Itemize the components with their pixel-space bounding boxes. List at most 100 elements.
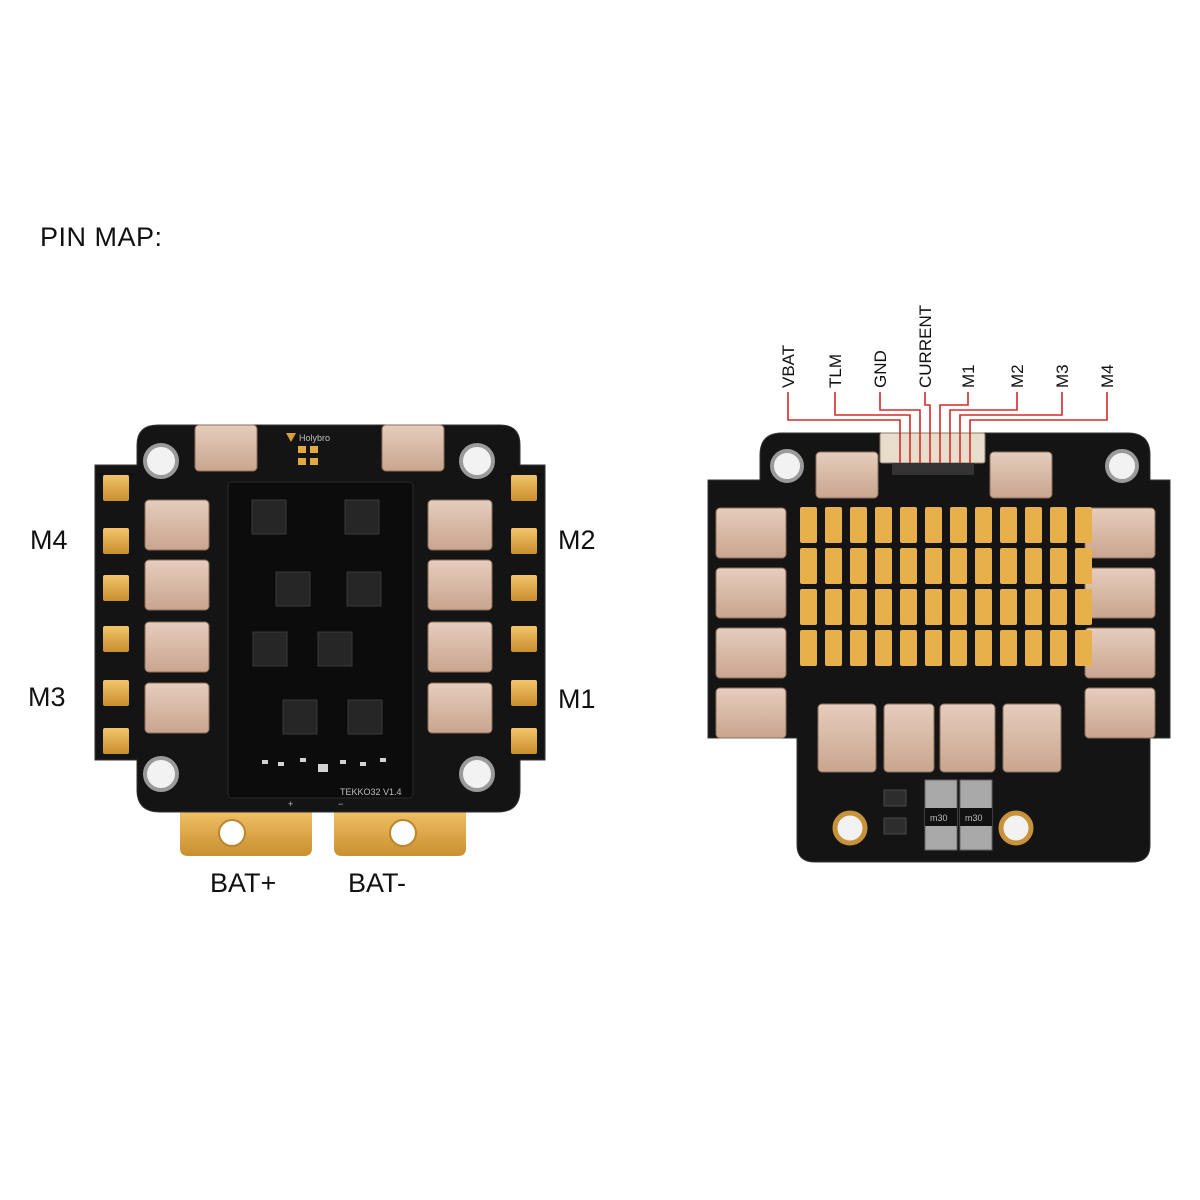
label-m1: M1: [558, 684, 596, 714]
mosfet-pad: [925, 548, 942, 584]
mosfet-pad: [825, 548, 842, 584]
mosfet-pad: [1050, 630, 1067, 666]
back-top-capacitors: [815, 451, 1053, 499]
bat-plus-hole: [218, 819, 246, 847]
mosfet-pad: [925, 630, 942, 666]
mosfet-pad: [950, 507, 967, 543]
mosfet-pad: [1050, 507, 1067, 543]
mosfet-pad: [900, 548, 917, 584]
leader-line: [924, 392, 931, 463]
mosfet-pad: [825, 507, 842, 543]
svg-text:m30: m30: [965, 813, 983, 823]
motor-pads-right: [511, 475, 537, 754]
connector-pin-labels: VBAT TLM GND CURRENT M1 M2 M3 M4: [779, 305, 1117, 463]
front-right-capacitors: [427, 499, 493, 734]
mosfet-pad: [850, 548, 867, 584]
front-left-capacitors: [144, 499, 210, 734]
mosfet-pad: [1050, 548, 1067, 584]
pin-map-title: PIN MAP:: [40, 222, 163, 252]
mosfet-pad: [900, 589, 917, 625]
mosfet-pad: [825, 630, 842, 666]
leader-line: [787, 392, 901, 463]
mosfet-pad: [1025, 507, 1042, 543]
label-m3: M3: [28, 682, 66, 712]
mosfet-pad: [1025, 548, 1042, 584]
mosfet-pad: [1000, 548, 1017, 584]
mosfet-pad: [800, 589, 817, 625]
mosfet-pad: [800, 507, 817, 543]
label-bat-minus: BAT-: [348, 868, 407, 898]
back-bottom-capacitors: [817, 703, 1062, 773]
pin-label-current: CURRENT: [916, 305, 935, 388]
pin-label-tlm: TLM: [826, 354, 845, 388]
back-board: m30 m30 VBAT TLM GND CURRENT M1 M2 M3 M4: [707, 305, 1171, 863]
mosfet-pad: [850, 507, 867, 543]
pin-label-m2: M2: [1008, 364, 1027, 388]
battery-tab-plus: [180, 808, 312, 856]
mosfet-pad: [950, 589, 967, 625]
mosfet-pad: [875, 548, 892, 584]
label-m2: M2: [558, 525, 596, 555]
back-mount-holes: [770, 449, 1139, 846]
svg-text:TEKKO32 V1.4: TEKKO32 V1.4: [340, 787, 402, 797]
mosfet-pad: [1050, 589, 1067, 625]
front-top-capacitors: [194, 424, 445, 472]
front-mount-holes: [143, 443, 495, 792]
mosfet-pad: [975, 548, 992, 584]
svg-text:Holybro: Holybro: [299, 433, 330, 443]
leader-line: [969, 392, 1108, 463]
label-bat-plus: BAT+: [210, 868, 277, 898]
pin-label-m3: M3: [1053, 364, 1072, 388]
mosfet-pad: [975, 630, 992, 666]
mosfet-pad: [950, 548, 967, 584]
mosfet-pad: [1025, 589, 1042, 625]
mosfet-pad: [800, 630, 817, 666]
small-ic: [883, 789, 907, 835]
pin-label-vbat: VBAT: [779, 345, 798, 388]
back-right-capacitors: [1084, 507, 1156, 739]
mosfet-pad: [875, 507, 892, 543]
mosfet-pad: [875, 630, 892, 666]
mosfet-pad: [850, 630, 867, 666]
mosfet-pad: [1075, 589, 1092, 625]
mosfet-pad: [900, 630, 917, 666]
leader-line: [879, 392, 921, 463]
mosfet-pad: [850, 589, 867, 625]
mosfet-pad: [825, 589, 842, 625]
small-pads-top: [298, 446, 318, 465]
mosfet-pad: [1075, 548, 1092, 584]
mosfet-pad: [1075, 630, 1092, 666]
bat-minus-hole: [389, 819, 417, 847]
label-m4: M4: [30, 525, 68, 555]
svg-text:+: +: [288, 799, 293, 809]
pin-label-m1: M1: [959, 364, 978, 388]
mosfet-pad: [1000, 507, 1017, 543]
esc-module: TEKKO32 V1.4 + −: [227, 481, 414, 809]
leader-line: [949, 392, 1018, 463]
mosfet-pad: [975, 589, 992, 625]
mosfet-pad: [950, 630, 967, 666]
svg-text:−: −: [338, 799, 343, 809]
leader-line: [959, 392, 1063, 463]
leader-line: [939, 392, 969, 463]
mosfet-pad: [800, 548, 817, 584]
holybro-logo: Holybro: [286, 433, 330, 443]
mosfet-pad: [1000, 630, 1017, 666]
mosfet-pad: [900, 507, 917, 543]
motor-pads-left: [103, 475, 129, 754]
leader-line: [834, 392, 911, 463]
mosfet-pad: [975, 507, 992, 543]
pin-label-gnd: GND: [871, 350, 890, 388]
mosfet-pad: [925, 589, 942, 625]
mosfet-pad: [925, 507, 942, 543]
mosfet-pad: [875, 589, 892, 625]
shunt-resistors: m30 m30: [924, 779, 993, 851]
front-board: Holybro: [94, 424, 546, 856]
mosfet-pad-grid: [800, 507, 1092, 666]
mosfet-pad: [1000, 589, 1017, 625]
pin-label-m4: M4: [1098, 364, 1117, 388]
svg-text:m30: m30: [930, 813, 948, 823]
mosfet-pad: [1025, 630, 1042, 666]
jst-connector: [879, 432, 986, 475]
